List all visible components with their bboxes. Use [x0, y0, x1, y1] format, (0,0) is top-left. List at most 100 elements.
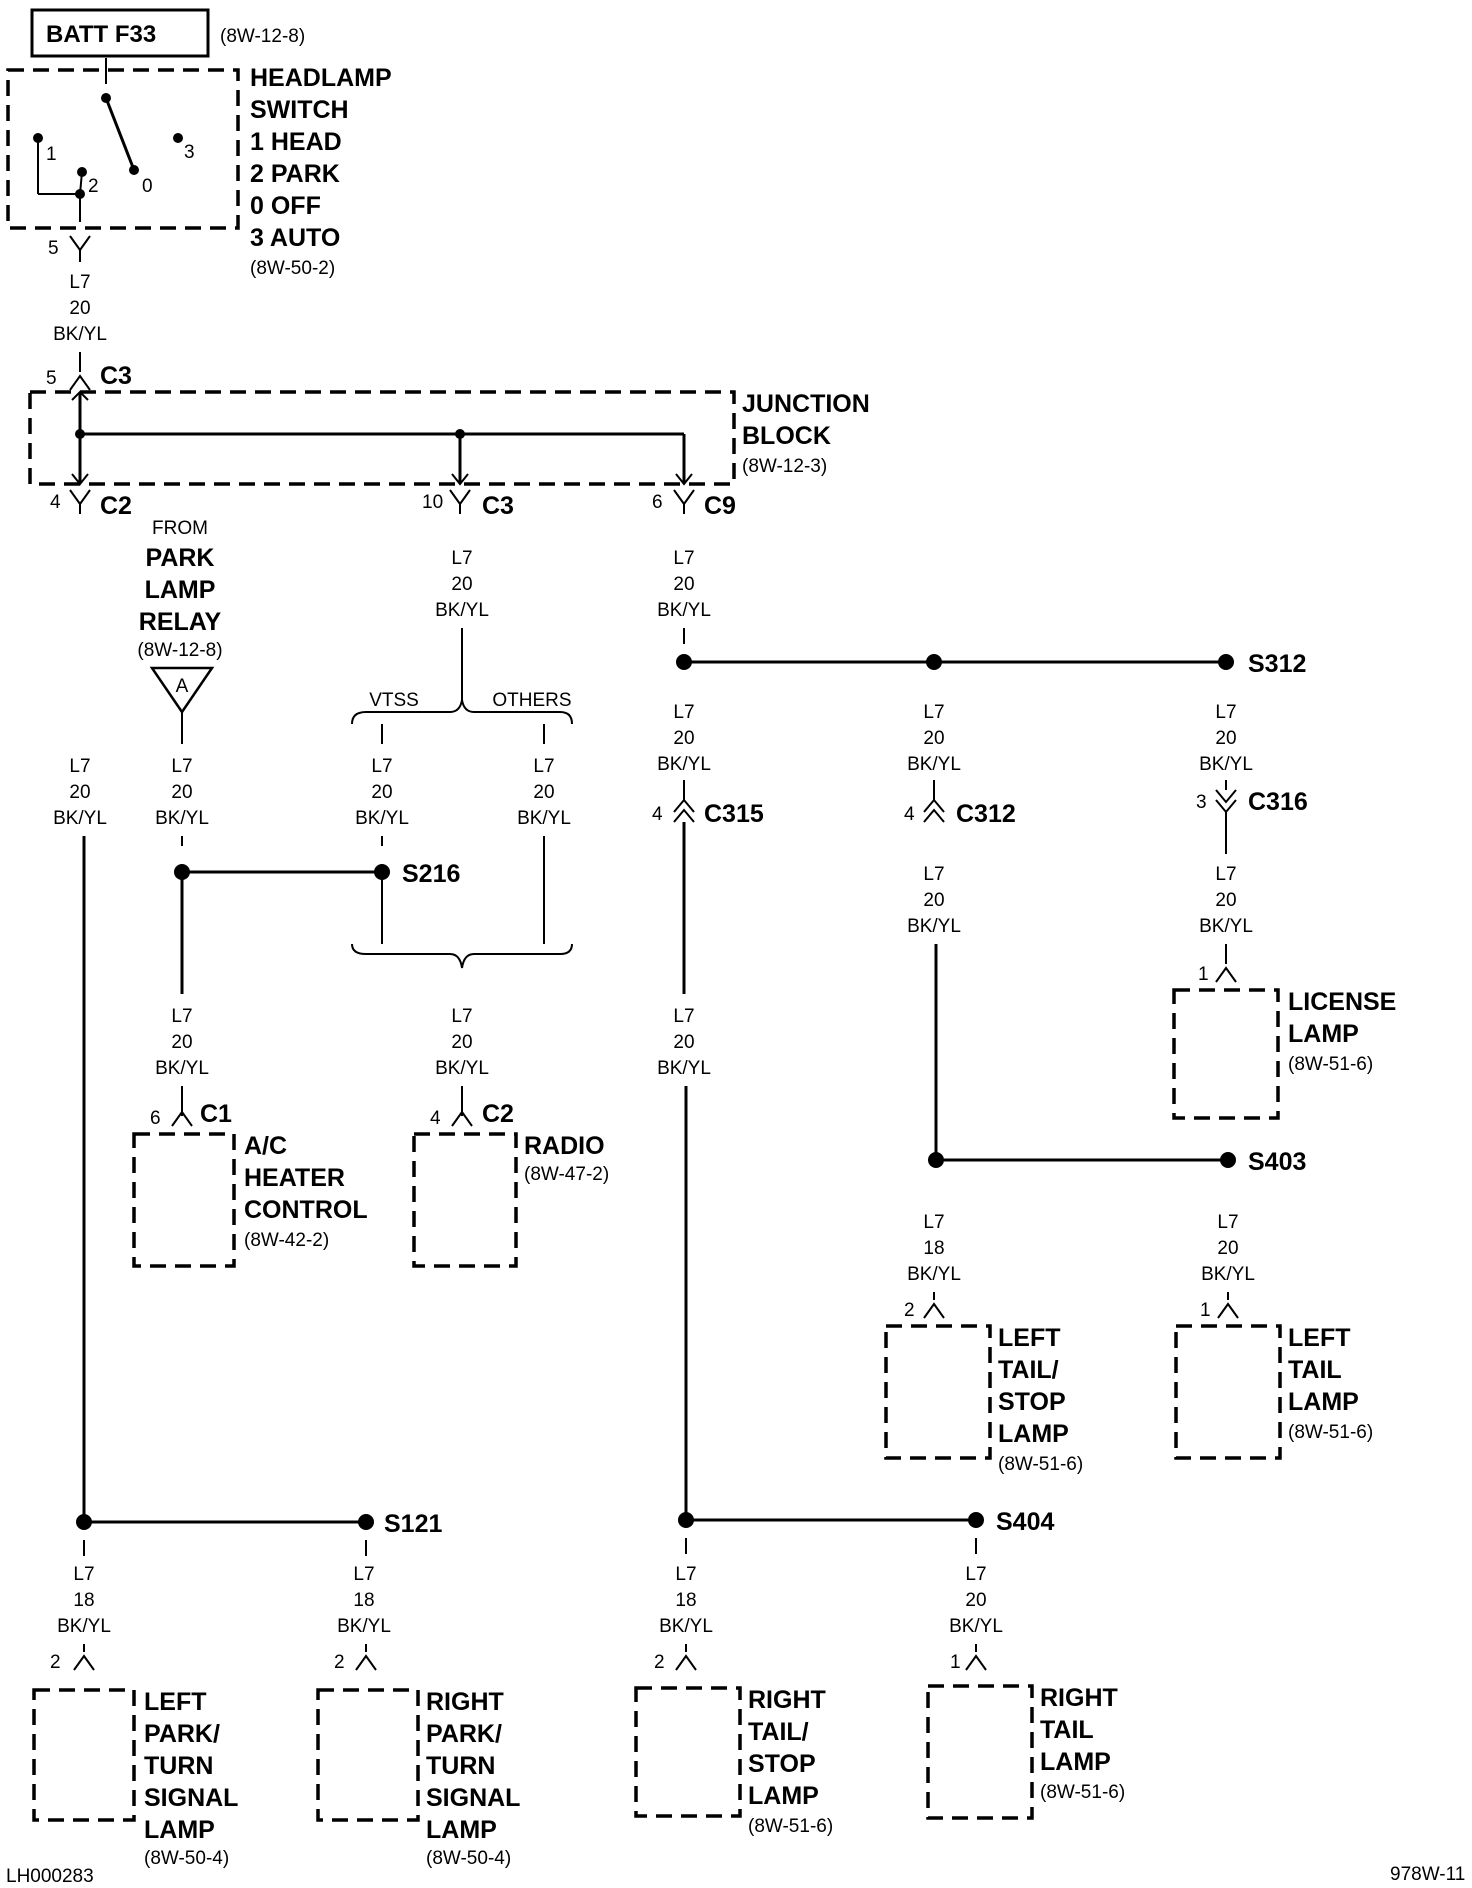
diagram-label: 2 — [50, 1652, 61, 1673]
jb-in-pin: 5 — [46, 368, 57, 389]
diagram-label: L7 — [923, 1212, 944, 1233]
diagram-label: 20 — [923, 728, 944, 749]
diagram-label: 20 — [673, 1032, 694, 1053]
branch-vtss: VTSS — [369, 690, 419, 711]
branch-others: OTHERS — [492, 690, 571, 711]
c9-branch: L7 20 BK/YL S312 L7 20 BK/YL 4 C315 L7 2… — [652, 548, 1308, 1536]
diagram-label: TAIL — [1288, 1356, 1342, 1384]
diagram-label: LAMP — [1040, 1748, 1111, 1776]
diagram-label: BK/YL — [907, 1264, 961, 1285]
diagram-label: 20 — [923, 890, 944, 911]
diagram-label: STOP — [748, 1750, 816, 1778]
diagram-label: (8W-51-6) — [1040, 1782, 1125, 1803]
connector-c312: C312 — [956, 800, 1016, 828]
diagram-label: (8W-51-6) — [1288, 1054, 1373, 1075]
diagram-label: BK/YL — [1201, 1264, 1255, 1285]
diagram-label: CONTROL — [244, 1196, 368, 1224]
diagram-label: C1 — [200, 1100, 232, 1128]
batt-fuse-label: BATT F33 — [46, 21, 156, 48]
diagram-label: 20 — [451, 574, 472, 595]
diagram-label: BK/YL — [155, 808, 209, 829]
diagram-label: BK/YL — [155, 1058, 209, 1079]
diagram-label: BK/YL — [657, 754, 711, 775]
diagram-label: 20 — [1215, 728, 1236, 749]
connector-c316: C316 — [1248, 788, 1308, 816]
diagram-label: 20 — [371, 782, 392, 803]
diagram-label: PARK/ — [144, 1720, 220, 1748]
switch-title-1: HEADLAMP — [250, 64, 392, 92]
diagram-label: 18 — [923, 1238, 944, 1259]
diagram-label: L7 — [673, 702, 694, 723]
radio-branch: L7 20 BK/YL VTSS OTHERS L7 20 BK/YL L7 2… — [351, 548, 573, 1079]
footer-right-id: 978W-11 — [1390, 1864, 1465, 1885]
switch-pos-3: 3 — [184, 142, 195, 163]
diagram-label: 1 — [950, 1652, 961, 1673]
switch-pos-0: 0 — [142, 176, 153, 197]
jb-title-2: BLOCK — [742, 422, 831, 450]
diagram-label: BK/YL — [337, 1616, 391, 1637]
footer-left-id: LH000283 — [6, 1866, 94, 1887]
diagram-label: BK/YL — [657, 1058, 711, 1079]
diagram-label: 2 — [904, 1300, 915, 1321]
diagram-label: 20 — [1217, 1238, 1238, 1259]
diagram-label: 2 — [654, 1652, 665, 1673]
right-park-turn-lamp: L7 18 BK/YL 2 RIGHT PARK/ TURN SIGNAL LA… — [316, 1540, 520, 1869]
switch-out-pin: 5 — [48, 238, 59, 259]
switch-ref: (8W-50-2) — [250, 258, 335, 279]
diagram-label: TAIL/ — [998, 1356, 1059, 1384]
connector-c315: C315 — [704, 800, 764, 828]
diagram-label: RIGHT — [426, 1688, 504, 1716]
left-tail-lamp: L7 20 BK/YL 1 LEFT TAIL LAMP (8W-51-6) — [1174, 1212, 1373, 1460]
switch-title-2: SWITCH — [250, 96, 349, 124]
diagram-label: 20 — [451, 1032, 472, 1053]
switch-title-5: 0 OFF — [250, 192, 321, 220]
diagram-label: LAMP — [426, 1816, 497, 1844]
diagram-label: (8W-51-6) — [1288, 1422, 1373, 1443]
diagram-label: A/C — [244, 1132, 287, 1160]
diagram-label: SIGNAL — [426, 1784, 520, 1812]
diagram-label: RADIO — [524, 1132, 605, 1160]
diagram-label: BK/YL — [435, 600, 489, 621]
diagram-label: TURN — [426, 1752, 495, 1780]
wire-switch-to-jb: L7 20 BK/YL — [53, 272, 107, 372]
diagram-label: 20 — [69, 782, 90, 803]
diagram-label: BK/YL — [949, 1616, 1003, 1637]
relay-marker: A — [176, 676, 189, 697]
batt-fuse: BATT F33 (8W-12-8) — [30, 8, 305, 58]
jb-out2-connector: C3 — [482, 492, 514, 520]
diagram-label: BK/YL — [657, 600, 711, 621]
diagram-label: 20 — [171, 1032, 192, 1053]
diagram-label: LEFT — [144, 1688, 207, 1716]
diagram-label: L7 — [371, 756, 392, 777]
diagram-label: (8W-47-2) — [524, 1164, 609, 1185]
diagram-label: TAIL — [1040, 1716, 1094, 1744]
jb-out3-connector: C9 — [704, 492, 736, 520]
diagram-label: 20 — [965, 1590, 986, 1611]
diagram-label: 4 — [430, 1108, 441, 1129]
diagram-label: 20 — [673, 728, 694, 749]
diagram-label: L7 — [1217, 1212, 1238, 1233]
headlamp-switch: 1 2 0 3 HEADLAMP SWITCH 1 HEAD 2 PARK 0 … — [6, 58, 392, 279]
diagram-label: 4 — [652, 804, 663, 825]
diagram-label: LAMP — [748, 1782, 819, 1810]
diagram-label: LICENSE — [1288, 988, 1396, 1016]
diagram-label: LAMP — [1288, 1020, 1359, 1048]
diagram-label: 6 — [150, 1108, 161, 1129]
diagram-label: LAMP — [145, 576, 216, 604]
diagram-label: BK/YL — [517, 808, 571, 829]
radio: 4 C2 RADIO (8W-47-2) — [412, 1086, 609, 1268]
diagram-label: 18 — [353, 1590, 374, 1611]
jb-out3-pin: 6 — [652, 492, 663, 513]
diagram-label: LAMP — [1288, 1388, 1359, 1416]
diagram-label: 1 — [1200, 1300, 1211, 1321]
jb-out1-pin: 4 — [50, 492, 61, 513]
diagram-label: PARK — [146, 544, 215, 572]
diagram-label: 20 — [673, 574, 694, 595]
jb-out2-pin: 10 — [422, 492, 443, 513]
jb-out1-connector: C2 — [100, 492, 132, 520]
diagram-label: BK/YL — [1199, 754, 1253, 775]
diagram-label: BK/YL — [659, 1616, 713, 1637]
diagram-label: LAMP — [144, 1816, 215, 1844]
diagram-label: 18 — [675, 1590, 696, 1611]
splice-s216: S216 — [402, 860, 460, 888]
